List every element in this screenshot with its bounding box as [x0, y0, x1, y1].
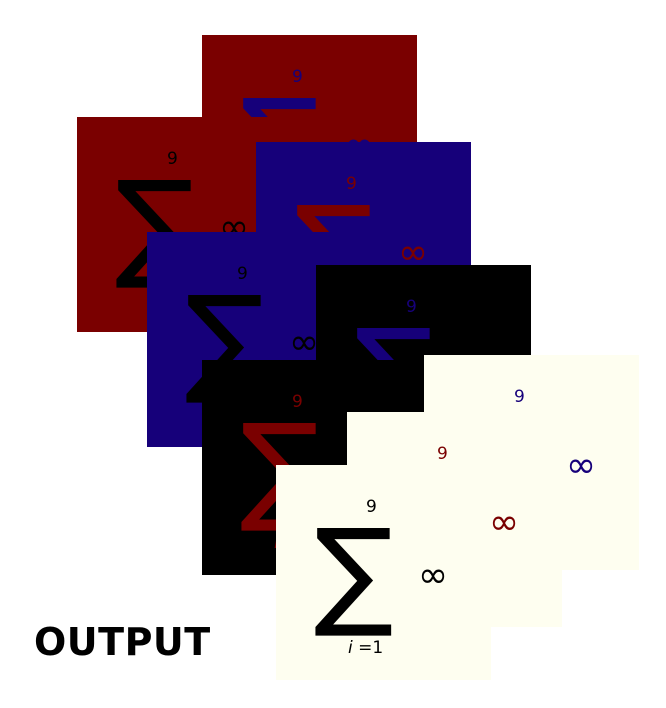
upper-limit-text: 9 [292, 67, 303, 87]
index-start: =1 [353, 638, 383, 658]
infinity-icon: ∞ [289, 322, 319, 363]
output-label: OUTPUT [34, 620, 211, 664]
upper-limit-text: 9 [514, 387, 525, 407]
sigma-icon: ∑ [314, 503, 394, 641]
summation-symbol: 9∑ ∞ i =1 [314, 497, 448, 658]
upper-limit-text: 9 [346, 174, 357, 194]
index-variable: i [348, 638, 353, 658]
upper-limit-text: 9 [292, 392, 303, 412]
upper-limit-text: 9 [366, 497, 377, 517]
upper-limit-text: 9 [167, 149, 178, 169]
upper-limit-text: 9 [237, 264, 248, 284]
infinity-icon: ∞ [489, 502, 519, 543]
card-9: 9∑ ∞ i =1 [276, 465, 491, 680]
upper-limit-text: 9 [406, 297, 417, 317]
upper-limit-text: 9 [437, 444, 448, 464]
lower-limit-text: i =1 [348, 638, 383, 658]
infinity-icon: ∞ [566, 445, 596, 486]
infinity-icon: ∞ [418, 555, 448, 596]
